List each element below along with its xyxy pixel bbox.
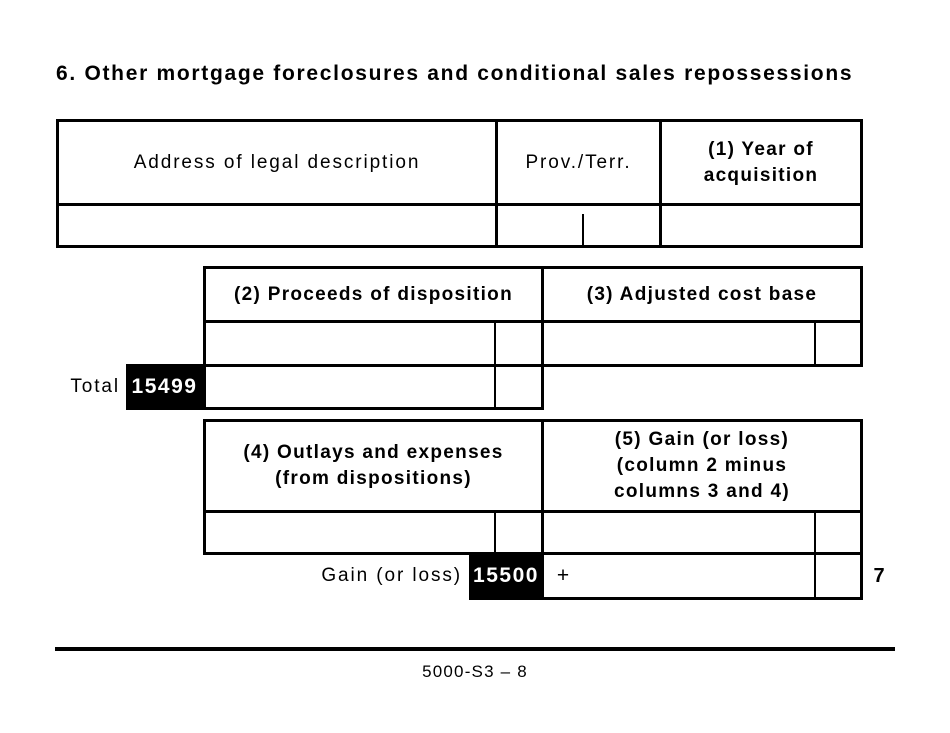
proceeds-table-header-divider <box>203 320 863 323</box>
proceeds-table-col-divider <box>541 266 544 410</box>
proceeds-amount-input-cell[interactable] <box>206 323 494 364</box>
gain-result-amount-input-cell[interactable] <box>578 555 814 597</box>
property-table-col-divider-1 <box>495 119 498 248</box>
gain-column-amount-input-cell[interactable] <box>544 513 814 552</box>
outlays-column-header: (4) Outlays and expenses (from dispositio… <box>206 422 541 510</box>
gain-line-code-box: 15500 <box>469 552 543 600</box>
property-table-col-divider-2 <box>659 119 662 248</box>
address-column-header: Address of legal description <box>133 151 421 173</box>
gain-table-col-divider <box>541 419 544 600</box>
adjusted-cost-cents-divider <box>814 320 816 367</box>
gain-table-right-border <box>860 419 863 600</box>
total-row-bottom-border <box>126 407 544 410</box>
proceeds-table-right-border <box>860 266 863 367</box>
property-table-left-border <box>56 119 59 248</box>
adjusted-cost-amount-input-cell[interactable] <box>544 323 814 367</box>
property-table-right-border <box>860 119 863 248</box>
gain-table-header-divider <box>203 510 863 513</box>
proceeds-table-top-border <box>203 266 863 269</box>
section-title: 6. Other mortgage foreclosures and condi… <box>56 62 854 85</box>
outlays-cents-input-cell[interactable] <box>496 513 541 552</box>
outlays-header-text: (4) Outlays and expenses (from dispositio… <box>243 440 503 492</box>
gain-table-top-border <box>203 419 863 422</box>
gain-row-bottom-border <box>469 597 863 600</box>
prov-terr-input-cell[interactable] <box>498 206 659 245</box>
total-cents-input-cell[interactable] <box>496 367 541 407</box>
year-header-line1: (1) Year of <box>708 138 814 160</box>
year-acquisition-input-cell[interactable] <box>662 206 860 245</box>
gain-header-text: (5) Gain (or loss) (column 2 minus columns… <box>614 427 790 505</box>
outlays-header-line2: (from dispositions) <box>275 468 472 489</box>
footer-rule <box>55 647 895 651</box>
proceeds-table-left-border <box>203 266 206 410</box>
year-header-text: (1) Year of acquisition <box>704 137 819 189</box>
proceeds-table-row-divider <box>203 364 863 367</box>
total-line-code-box: 15499 <box>126 364 203 410</box>
proceeds-column-header: (2) Proceeds of disposition <box>234 283 513 305</box>
proceeds-cents-divider <box>494 320 496 410</box>
prov-terr-cell-divider <box>582 214 584 245</box>
gain-table-left-border <box>203 419 206 555</box>
gain-column-cents-input-cell[interactable] <box>816 513 860 552</box>
adjusted-cost-cents-input-cell[interactable] <box>816 323 860 367</box>
prov-terr-column-header: Prov./Terr. <box>525 151 632 173</box>
total-label: Total <box>70 376 120 397</box>
gain-result-cents-input-cell[interactable] <box>816 555 860 597</box>
outlays-header-line1: (4) Outlays and expenses <box>243 442 504 463</box>
property-table-top-border <box>56 119 863 122</box>
line-ref-7: 7 <box>873 564 885 587</box>
outlays-cents-divider <box>494 510 496 555</box>
property-table-header-divider <box>56 203 863 206</box>
adjusted-cost-column-header: (3) Adjusted cost base <box>586 283 818 305</box>
gain-header-line1: (5) Gain (or loss) <box>614 429 790 450</box>
year-acquisition-column-header: (1) Year of acquisition <box>662 122 860 203</box>
property-table-bottom-border <box>56 245 863 248</box>
gain-column-header: (5) Gain (or loss) (column 2 minus columns… <box>544 422 860 510</box>
year-header-line2: acquisition <box>703 164 819 186</box>
gain-cents-divider <box>814 510 816 600</box>
proceeds-cents-input-cell[interactable] <box>496 323 541 364</box>
plus-sign: + <box>556 564 570 587</box>
outlays-amount-input-cell[interactable] <box>206 513 494 552</box>
gain-or-loss-label: Gain (or loss) <box>321 565 462 586</box>
footer-page-id: 5000-S3 – 8 <box>422 662 528 681</box>
total-amount-input-cell[interactable] <box>206 367 494 407</box>
gain-header-line2: (column 2 minus <box>616 455 788 476</box>
gain-header-line3: columns 3 and 4) <box>613 481 790 502</box>
address-input-cell[interactable] <box>59 206 495 245</box>
